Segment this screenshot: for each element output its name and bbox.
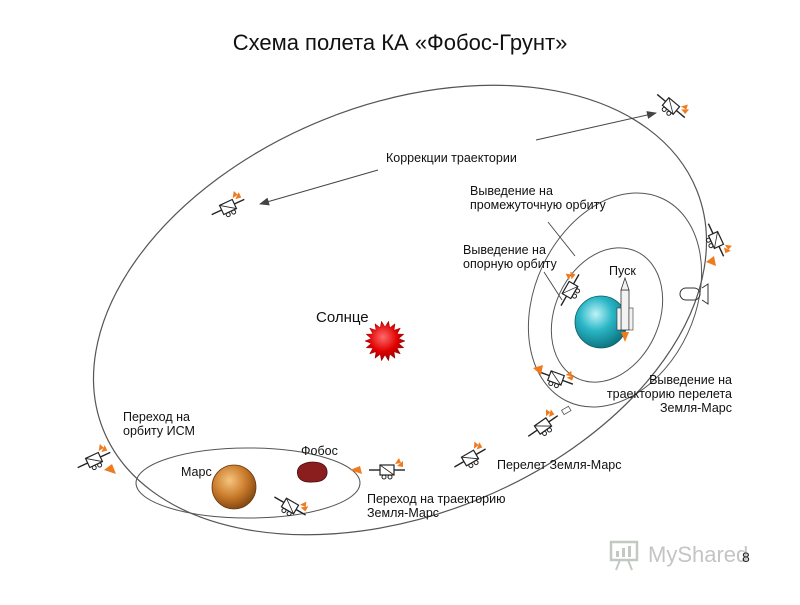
mars-orbit — [135, 447, 361, 519]
separated-stage-icon — [679, 283, 709, 305]
label-sun: Солнце — [316, 309, 369, 326]
label-to-ism-orbit: Переход на орбиту ИСМ — [123, 410, 195, 438]
transfer-orbit — [92, 84, 708, 536]
intermediate-orbit — [527, 192, 703, 408]
page-number: 8 — [742, 549, 750, 565]
presentation-chart-icon — [609, 540, 639, 571]
phobos-icon — [296, 461, 328, 483]
label-mars: Марс — [181, 465, 212, 479]
spacecraft-icon — [650, 84, 694, 126]
label-reference-orbit: Выведение на опорную орбиту — [463, 243, 557, 271]
spacecraft-icon — [205, 187, 249, 224]
spacecraft-icon — [368, 457, 406, 480]
correction-arrow-left — [259, 169, 379, 206]
watermark-text: MyShared — [648, 542, 749, 567]
label-trajectory-correction: Коррекции траектории — [386, 151, 517, 165]
spacecraft-icon — [520, 405, 564, 445]
page-title: Схема полета КА «Фобос-Грунт» — [232, 30, 568, 55]
label-launch: Пуск — [609, 264, 636, 278]
label-transfer-injection: Выведение на траекторию перелета Земля-М… — [606, 373, 732, 415]
mars-icon — [211, 464, 257, 510]
watermark: MyShared — [608, 536, 778, 576]
sun-icon — [364, 320, 406, 362]
label-to-earth-mars: Переход на траекторию Земля-Марс — [367, 492, 506, 520]
label-earth-mars-flight: Перелет Земля-Марс — [497, 458, 622, 472]
rocket-icon — [616, 276, 634, 342]
reference-orbit — [550, 247, 664, 383]
label-phobos: Фобос — [301, 444, 338, 458]
label-intermediate-orbit: Выведение на промежуточную орбиту — [470, 184, 606, 212]
correction-arrow-right — [535, 111, 657, 141]
spacecraft-icon — [447, 437, 491, 476]
